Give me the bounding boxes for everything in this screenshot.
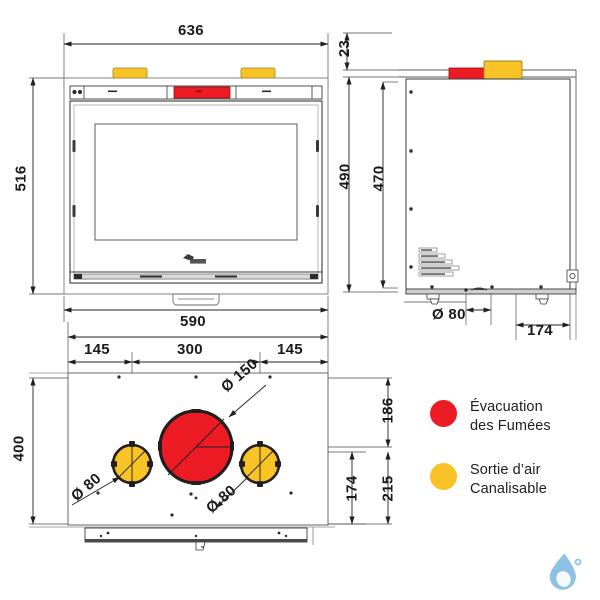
legend-label-smoke: Évacuation des Fumées [470,399,551,434]
top-view [29,322,392,551]
legend-item-smoke: Évacuation des Fumées [430,398,595,435]
top-air-outlet-left [111,441,153,487]
dim-top-center-span: 300 [177,341,203,358]
front-air-outlets [112,67,276,79]
top-smoke-outlet [158,409,234,485]
dim-front-height-overall: 516 [12,165,30,192]
legend-item-air: Sortie d’air Canalisable [430,461,595,498]
dim-top-front-depth: 186 [379,397,397,424]
legend-label-air: Sortie d’air Canalisable [470,462,547,497]
dim-top-inner-depth: 174 [343,475,361,502]
dim-top-depth-overall: 400 [10,435,28,462]
top-air-outlet-right [239,441,281,487]
water-drop-logo [549,553,582,590]
side-air-outlet [483,60,523,80]
front-glass-pane [94,123,298,241]
dim-side-top-offset: 23 [336,39,354,58]
side-view [343,32,579,340]
legend-swatch-smoke [430,400,457,427]
dim-front-width-overall: 636 [178,22,204,39]
dim-side-depth: 174 [527,322,553,339]
dim-side-flue-diameter: Ø 80 [432,306,466,323]
dim-front-width-body: 590 [180,313,206,330]
front-view [29,33,329,322]
front-door-handle [172,293,220,306]
front-smoke-outlet [173,86,231,99]
dim-top-right-offset: 145 [277,341,303,358]
dim-top-left-offset: 145 [84,341,110,358]
dim-side-height-overall: 490 [336,163,354,190]
front-brand-logo [183,254,206,264]
side-smoke-outlet [448,67,485,80]
dim-top-rear-depth: 215 [379,475,397,502]
legend: Évacuation des Fumées Sortie d’air Canal… [430,398,595,524]
dim-side-height-body: 470 [370,165,388,192]
legend-swatch-air [430,463,457,491]
